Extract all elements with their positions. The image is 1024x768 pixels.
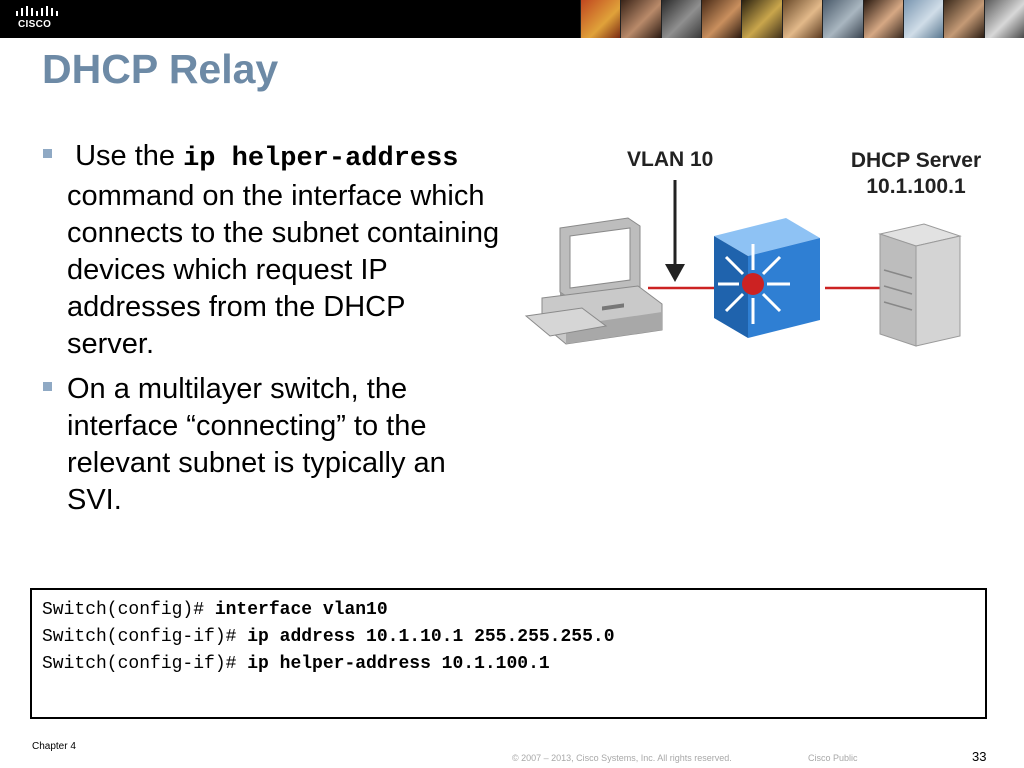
cli-prompt: Switch(config)# [42,600,215,620]
header-photo-strip [580,0,1024,38]
vlan-label: VLAN 10 [627,148,714,171]
header-photo [862,0,903,38]
multilayer-switch-icon [714,218,820,338]
header-photo [660,0,702,38]
cisco-bars-icon [16,6,58,16]
header-photo [701,0,742,38]
logo-text: CISCO [18,19,52,30]
header-photo [580,0,621,38]
bullet-text: Use the [67,140,184,172]
footer-chapter: Chapter 4 [32,741,76,752]
bullet-code: ip helper-address [183,144,459,174]
header-photo [822,0,863,38]
cli-prompt: Switch(config-if)# [42,654,248,674]
header-bar: CISCO [0,0,1024,38]
header-photo [983,0,1024,38]
network-diagram: VLAN 10 DHCP Server 10.1.100.1 [520,140,1000,370]
arrow-down-icon [665,180,685,282]
cli-config-box: Switch(config)# interface vlan10 Switch(… [30,588,987,719]
bullet-list: Use the ip helper-address command on the… [40,138,500,527]
pc-icon [524,217,663,345]
dhcp-server-label: DHCP Server 10.1.100.1 [836,148,996,200]
server-icon [878,223,962,347]
footer-copyright: © 2007 – 2013, Cisco Systems, Inc. All r… [512,753,732,763]
cisco-logo: CISCO [12,6,60,34]
bullet-item: On a multilayer switch, the interface “c… [40,371,500,519]
cli-command: ip address 10.1.10.1 255.255.255.0 [247,627,615,647]
header-photo [902,0,944,38]
slide-title: DHCP Relay [42,46,279,92]
header-photo [620,0,661,38]
bullet-item: Use the ip helper-address command on the… [40,138,500,363]
cli-line: Switch(config-if)# ip address 10.1.10.1 … [42,624,975,651]
bullet-text: On a multilayer switch, the interface “c… [67,373,446,516]
cli-command: ip helper-address 10.1.100.1 [247,654,550,674]
cli-prompt: Switch(config-if)# [42,627,248,647]
header-photo [943,0,984,38]
footer-classification: Cisco Public [808,753,858,763]
header-photo [741,0,782,38]
dhcp-server-ip: 10.1.100.1 [866,175,966,198]
cli-line: Switch(config-if)# ip helper-address 10.… [42,651,975,678]
header-photo [781,0,823,38]
network-diagram-svg [524,180,962,347]
bullet-marker-icon [43,149,52,158]
bullet-marker-icon [43,382,52,391]
dhcp-server-name: DHCP Server [850,149,982,172]
bullet-text: command on the interface which connects … [67,180,500,360]
page-number: 33 [972,749,987,764]
cli-command: interface vlan10 [214,600,388,620]
cli-line: Switch(config)# interface vlan10 [42,597,975,624]
